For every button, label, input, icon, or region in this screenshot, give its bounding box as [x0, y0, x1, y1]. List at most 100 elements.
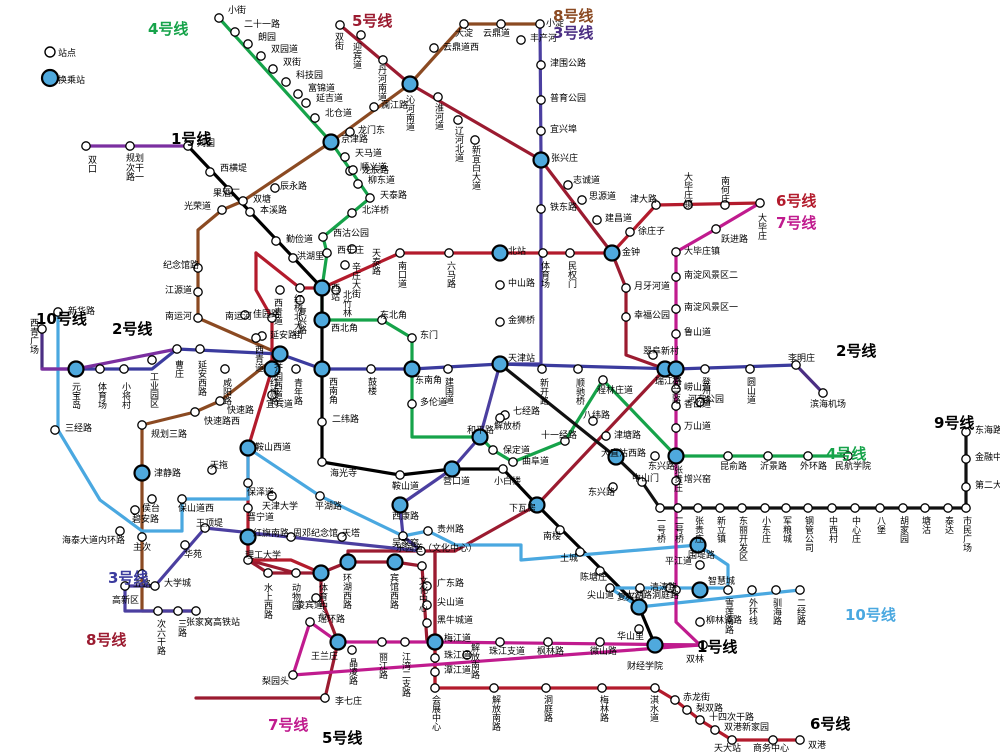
- station[interactable]: [288, 670, 298, 680]
- station[interactable]: [270, 183, 280, 193]
- station[interactable]: [430, 667, 440, 677]
- station[interactable]: [577, 195, 587, 205]
- station[interactable]: [595, 566, 605, 576]
- station[interactable]: [671, 304, 681, 314]
- station[interactable]: [318, 232, 328, 242]
- interchange-station[interactable]: [491, 244, 509, 262]
- interchange-station[interactable]: [239, 439, 257, 457]
- station[interactable]: [671, 423, 681, 433]
- station[interactable]: [597, 683, 607, 693]
- station[interactable]: [311, 593, 321, 603]
- station[interactable]: [335, 20, 345, 30]
- station[interactable]: [920, 503, 930, 513]
- station[interactable]: [781, 503, 791, 513]
- interchange-station[interactable]: [667, 360, 685, 378]
- station[interactable]: [648, 350, 658, 360]
- station[interactable]: [496, 19, 506, 29]
- interchange-station[interactable]: [630, 598, 648, 616]
- station[interactable]: [695, 715, 705, 725]
- station[interactable]: [243, 503, 253, 513]
- station[interactable]: [317, 417, 327, 427]
- station[interactable]: [340, 260, 350, 270]
- station[interactable]: [875, 503, 885, 513]
- station[interactable]: [183, 141, 193, 151]
- station[interactable]: [267, 313, 277, 323]
- station[interactable]: [305, 617, 315, 627]
- station[interactable]: [50, 425, 60, 435]
- station[interactable]: [671, 476, 681, 486]
- station[interactable]: [407, 399, 417, 409]
- station[interactable]: [683, 200, 693, 210]
- station[interactable]: [673, 503, 683, 513]
- station[interactable]: [671, 401, 681, 411]
- station[interactable]: [453, 115, 463, 125]
- station[interactable]: [598, 375, 608, 385]
- station[interactable]: [430, 653, 440, 663]
- station[interactable]: [470, 135, 480, 145]
- station[interactable]: [120, 581, 130, 591]
- station[interactable]: [723, 451, 733, 461]
- station[interactable]: [137, 420, 147, 430]
- station[interactable]: [637, 477, 647, 487]
- station[interactable]: [366, 364, 376, 374]
- interchange-station[interactable]: [667, 447, 685, 465]
- interchange-station[interactable]: [646, 636, 664, 654]
- station[interactable]: [288, 253, 298, 263]
- station[interactable]: [291, 364, 301, 374]
- station[interactable]: [125, 141, 135, 151]
- station[interactable]: [275, 285, 285, 295]
- station[interactable]: [621, 312, 631, 322]
- station[interactable]: [710, 725, 720, 735]
- station[interactable]: [495, 637, 505, 647]
- station[interactable]: [827, 503, 837, 513]
- station[interactable]: [347, 208, 357, 218]
- station[interactable]: [137, 532, 147, 542]
- station[interactable]: [508, 457, 518, 467]
- station[interactable]: [495, 413, 505, 423]
- station[interactable]: [267, 390, 277, 400]
- station[interactable]: [417, 561, 427, 571]
- station[interactable]: [240, 310, 250, 320]
- station[interactable]: [395, 470, 405, 480]
- station[interactable]: [760, 503, 770, 513]
- station[interactable]: [377, 315, 387, 325]
- station[interactable]: [538, 248, 548, 258]
- station[interactable]: [217, 205, 227, 215]
- station[interactable]: [395, 248, 405, 258]
- station[interactable]: [430, 683, 440, 693]
- station[interactable]: [818, 388, 828, 398]
- station[interactable]: [961, 454, 971, 464]
- station[interactable]: [340, 152, 350, 162]
- station[interactable]: [301, 98, 311, 108]
- station[interactable]: [190, 407, 200, 417]
- station[interactable]: [331, 285, 341, 295]
- station[interactable]: [961, 503, 971, 513]
- interchange-station[interactable]: [329, 633, 347, 651]
- station[interactable]: [755, 198, 765, 208]
- station[interactable]: [53, 307, 63, 317]
- station[interactable]: [315, 491, 325, 501]
- station[interactable]: [153, 606, 163, 616]
- station[interactable]: [651, 200, 661, 210]
- station[interactable]: [693, 503, 703, 513]
- station[interactable]: [459, 19, 469, 29]
- station[interactable]: [961, 482, 971, 492]
- interchange-station[interactable]: [528, 496, 546, 514]
- interchange-station[interactable]: [491, 355, 509, 373]
- interchange-station[interactable]: [133, 464, 151, 482]
- interchange-station[interactable]: [322, 133, 340, 151]
- station[interactable]: [353, 179, 363, 189]
- station[interactable]: [650, 683, 660, 693]
- station[interactable]: [625, 227, 635, 237]
- station[interactable]: [429, 43, 439, 53]
- station[interactable]: [130, 505, 140, 515]
- station[interactable]: [345, 127, 355, 137]
- station[interactable]: [243, 555, 253, 565]
- station[interactable]: [543, 637, 553, 647]
- station[interactable]: [537, 364, 547, 374]
- station[interactable]: [795, 585, 805, 595]
- station[interactable]: [489, 683, 499, 693]
- station[interactable]: [320, 693, 330, 703]
- interchange-station[interactable]: [607, 448, 625, 466]
- station[interactable]: [771, 585, 781, 595]
